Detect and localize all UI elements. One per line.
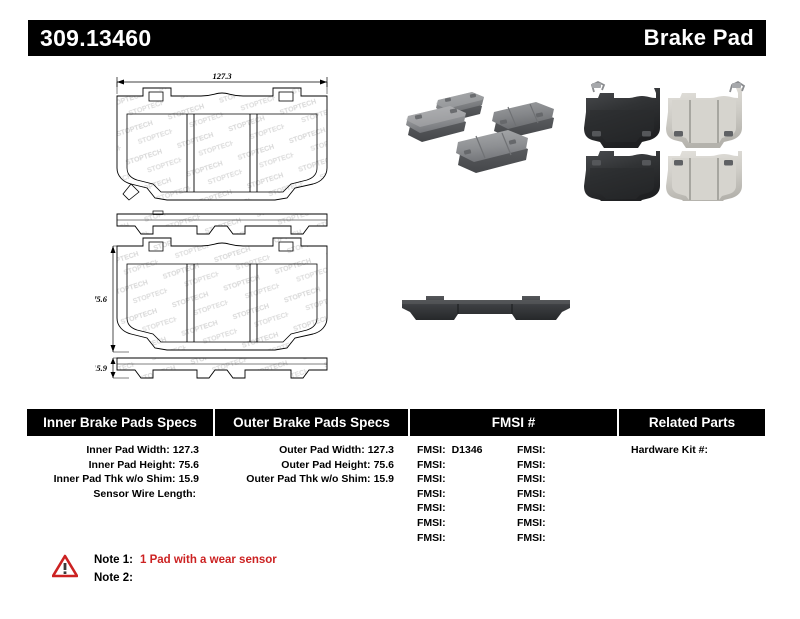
spec-label: Inner Pad Height: xyxy=(88,458,176,471)
fmsi-label: FMSI: xyxy=(417,516,446,529)
product-type: Brake Pad xyxy=(643,25,754,50)
fmsi-row: FMSI: D1346 FMSI: xyxy=(417,443,617,458)
header-bar: 309.13460 Brake Pad xyxy=(28,20,766,56)
column-header-fmsi: FMSI # xyxy=(410,409,617,436)
spec-value: 127.3 xyxy=(367,444,394,456)
spec-label: Inner Pad Thk w/o Shim: xyxy=(53,473,176,485)
fmsi-label: FMSI: xyxy=(517,444,546,456)
note-1-text: 1 Pad with a wear sensor xyxy=(139,554,277,566)
fmsi-cell-right: FMSI: xyxy=(517,472,617,487)
spec-row: Inner Pad Width:127.3 xyxy=(27,443,213,458)
fmsi-row: FMSI: FMSI: xyxy=(417,487,617,502)
technical-drawing-svg: STOPTECH STOPTECH 127.3 xyxy=(95,71,328,379)
fmsi-cell-left: FMSI: xyxy=(417,487,517,502)
spec-label: Sensor Wire Length: xyxy=(93,487,196,500)
column-body-related: Hardware Kit #: xyxy=(619,436,765,458)
fmsi-cell-left: FMSI: xyxy=(417,458,517,473)
photo-pad-edge-svg xyxy=(402,296,570,320)
technical-drawing: STOPTECH STOPTECH 127.3 xyxy=(95,68,395,383)
column-body-fmsi: FMSI: D1346 FMSI: FMSI: FMSI: xyxy=(410,436,617,545)
spec-row xyxy=(215,487,408,502)
fmsi-label: FMSI: xyxy=(417,502,446,515)
fmsi-cell-right: FMSI: xyxy=(517,516,617,531)
photo-pads-front-back-svg xyxy=(584,80,746,201)
fmsi-label: FMSI: xyxy=(417,444,446,456)
fmsi-cell-left: FMSI: xyxy=(417,516,517,531)
note-2: Note 2: xyxy=(94,572,140,584)
fmsi-label: FMSI: xyxy=(517,487,546,500)
spec-row: Outer Pad Thk w/o Shim:15.9 xyxy=(215,472,408,487)
column-related-parts: Related Parts Hardware Kit #: xyxy=(619,409,765,458)
column-inner-specs: Inner Brake Pads Specs Inner Pad Width:1… xyxy=(27,409,213,501)
fmsi-cell-left: FMSI: xyxy=(417,472,517,487)
fmsi-cell-left: FMSI: xyxy=(417,501,517,516)
fmsi-cell-right: FMSI: xyxy=(517,443,617,458)
specifications-table: Inner Brake Pads Specs Inner Pad Width:1… xyxy=(27,409,765,544)
fmsi-row: FMSI: FMSI: xyxy=(417,501,617,516)
photo-pad-edge-view xyxy=(396,282,576,338)
spec-label: Outer Pad Height: xyxy=(281,458,371,471)
column-fmsi: FMSI # FMSI: D1346 FMSI: FMSI: FMSI: xyxy=(410,409,617,545)
note-1-label: Note 1: xyxy=(94,554,133,566)
fmsi-row: FMSI: FMSI: xyxy=(417,458,617,473)
photo-four-pads-svg xyxy=(406,92,554,173)
related-part-row: Hardware Kit #: xyxy=(619,443,765,458)
fmsi-cell-right: FMSI: xyxy=(517,501,617,516)
fmsi-value: D1346 xyxy=(451,444,483,456)
notes-area: Note 1: 1 Pad with a wear sensor Note 2: xyxy=(52,552,452,598)
spec-row: Inner Pad Thk w/o Shim:15.9 xyxy=(27,472,213,487)
fmsi-cell-right: FMSI: xyxy=(517,458,617,473)
note-2-label: Note 2: xyxy=(94,572,133,584)
spec-label: Outer Pad Width: xyxy=(279,444,365,456)
dimension-thickness-label: 15.9 xyxy=(95,363,108,373)
photo-pads-front-back xyxy=(576,76,751,201)
fmsi-row: FMSI: FMSI: xyxy=(417,531,617,546)
fmsi-cell-right: FMSI: xyxy=(517,531,617,546)
dimension-width-label: 127.3 xyxy=(212,71,232,81)
photo-four-pads-angled xyxy=(396,78,576,188)
fmsi-label: FMSI: xyxy=(517,502,546,515)
spec-value: 75.6 xyxy=(373,458,394,471)
column-outer-specs: Outer Brake Pads Specs Outer Pad Width:1… xyxy=(215,409,408,501)
spec-value: 127.3 xyxy=(172,444,199,456)
spec-value: 75.6 xyxy=(178,458,199,471)
fmsi-cell-left: FMSI: D1346 xyxy=(417,443,517,458)
illustration-area: STOPTECH STOPTECH 127.3 xyxy=(0,60,800,390)
fmsi-row: FMSI: FMSI: xyxy=(417,472,617,487)
fmsi-row: FMSI: FMSI: xyxy=(417,516,617,531)
fmsi-cell-left: FMSI: xyxy=(417,531,517,546)
column-body-inner: Inner Pad Width:127.3 Inner Pad Height:7… xyxy=(27,436,213,501)
fmsi-label: FMSI: xyxy=(517,473,546,486)
spec-row: Outer Pad Height:75.6 xyxy=(215,458,408,473)
spec-label: Inner Pad Width: xyxy=(86,444,170,456)
spec-row: Outer Pad Width:127.3 xyxy=(215,443,408,458)
fmsi-label: FMSI: xyxy=(517,516,546,529)
fmsi-cell-right: FMSI: xyxy=(517,487,617,502)
fmsi-label: FMSI: xyxy=(417,487,446,500)
column-header-related: Related Parts xyxy=(619,409,765,436)
warning-triangle-icon xyxy=(52,554,78,578)
note-1: Note 1: 1 Pad with a wear sensor xyxy=(94,554,277,566)
dimension-height-label: 75.6 xyxy=(95,294,108,304)
fmsi-label: FMSI: xyxy=(417,458,446,471)
related-part-label: Hardware Kit #: xyxy=(631,444,709,456)
spec-value: 15.9 xyxy=(178,473,199,485)
fmsi-label: FMSI: xyxy=(417,531,446,544)
spec-label: Outer Pad Thk w/o Shim: xyxy=(246,473,371,485)
fmsi-label: FMSI: xyxy=(517,531,546,544)
part-number: 309.13460 xyxy=(40,24,152,51)
fmsi-label: FMSI: xyxy=(517,458,546,471)
fmsi-label: FMSI: xyxy=(417,473,446,486)
column-body-outer: Outer Pad Width:127.3 Outer Pad Height:7… xyxy=(215,436,408,501)
spec-value: 15.9 xyxy=(373,473,394,485)
spec-row: Inner Pad Height:75.6 xyxy=(27,458,213,473)
spec-row: Sensor Wire Length: xyxy=(27,487,213,502)
column-header-outer: Outer Brake Pads Specs xyxy=(215,409,408,436)
column-header-inner: Inner Brake Pads Specs xyxy=(27,409,213,436)
